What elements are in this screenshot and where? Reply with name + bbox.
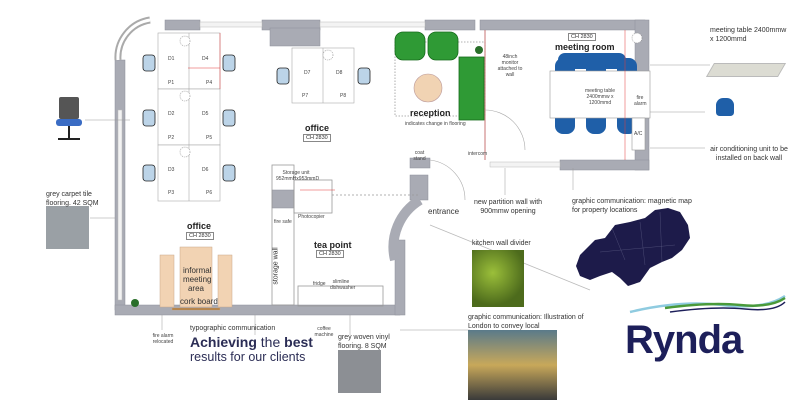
coffee-machine-label: coffee machine	[314, 326, 334, 338]
pedestal-label: P8	[340, 93, 347, 99]
desk-label: D3	[168, 167, 175, 173]
door-swing	[484, 109, 526, 151]
tagline-word: best	[284, 334, 313, 350]
armchair	[427, 31, 459, 61]
pedestal-label: P3	[168, 190, 175, 196]
carpet-annotation: grey carpet tile flooring. 42 SQM	[46, 191, 99, 207]
bins	[179, 32, 643, 158]
desk-label: D7	[304, 70, 311, 76]
desk-pod-center	[291, 47, 355, 104]
ceiling-height-office-left: CH 2830	[186, 232, 214, 240]
meeting-chair-image	[712, 98, 737, 138]
room-name-office-left: office	[187, 221, 212, 231]
cork-board-label: cork board	[180, 297, 218, 306]
london-annotation: graphic communication: Illustration of L…	[468, 314, 584, 330]
room-name-office-center: office	[305, 123, 330, 133]
entrance-label: entrance	[428, 207, 460, 216]
ac-unit	[631, 117, 646, 151]
room-name-tea-point: tea point	[314, 240, 352, 250]
typographic-annotation: typographic communication	[190, 325, 276, 332]
meeting-table-plan-label: meeting table 2400mmw x 1200mmd	[584, 88, 616, 106]
desk-label: D2	[168, 111, 175, 117]
ac-label: A/C	[634, 131, 643, 137]
sofa	[458, 56, 485, 121]
plant	[131, 299, 139, 307]
ceiling-height-meeting: CH 2830	[568, 33, 596, 41]
informal-meeting-label: informal meeting area	[183, 266, 212, 293]
office-chair-image	[56, 97, 82, 145]
coat-stand-label: coat stand	[413, 150, 426, 162]
europe-map	[576, 208, 690, 286]
tagline-word: Achieving	[190, 334, 257, 350]
fire-safe-label: fire safe	[274, 219, 292, 225]
ceiling-height-office-center: CH 2830	[303, 134, 331, 142]
plant	[475, 46, 483, 54]
monitor-label: 48inch monitor attached to wall	[497, 54, 523, 78]
pedestal-label: P6	[206, 190, 213, 196]
ac-unit-annotation: air conditioning unit to be installed on…	[710, 146, 788, 162]
windows	[117, 21, 561, 301]
meeting-table	[549, 70, 651, 119]
tagline-line2: results for our clients	[190, 350, 306, 364]
ceiling-height-tea-point: CH 2830	[316, 250, 344, 258]
reception-furniture	[394, 31, 485, 121]
desk-label: D8	[336, 70, 343, 76]
entrance-door-swing	[429, 159, 466, 201]
desk-chairs	[142, 54, 371, 182]
carpet-swatch	[46, 206, 89, 249]
fire-alarm-relocated-label: fire alarm relocated	[152, 333, 174, 345]
vinyl-annotation: grey woven vinyl flooring. 8 SQM	[338, 334, 390, 350]
meeting-room-furniture	[549, 53, 651, 151]
entrance-curved-wall	[388, 195, 423, 262]
meeting-table-image	[705, 57, 787, 87]
tagline-word: the	[256, 334, 285, 350]
kitchen-divider-image	[472, 250, 524, 307]
pedestal-label: P7	[302, 93, 309, 99]
storage-wall-label: storage wall	[272, 247, 280, 285]
room-name-reception: reception	[410, 108, 451, 118]
coffee-table	[413, 73, 443, 103]
fridge-label: fridge	[313, 281, 326, 287]
pedestal-label: P2	[168, 135, 175, 141]
magnetic-map-annotation: graphic communication: magnetic map for …	[572, 198, 692, 214]
storage-unit-label: Storage unit 952mmHx953mmD	[276, 170, 320, 182]
pedestal-label: P4	[206, 80, 213, 86]
desk-label: D4	[202, 56, 209, 62]
vinyl-swatch	[338, 350, 381, 393]
desk-pod-left	[157, 32, 221, 202]
flooring-change-note: indicates change in flooring	[405, 121, 466, 127]
pedestal-label: P1	[168, 80, 175, 86]
pedestal-label: P5	[206, 135, 213, 141]
room-name-meeting: meeting room	[555, 42, 615, 52]
leader-lines	[85, 64, 710, 335]
desk-label: D6	[202, 167, 209, 173]
armchair	[394, 31, 426, 61]
dishwasher-label: slimline dishwasher	[330, 279, 356, 291]
desk-label: D1	[168, 56, 175, 62]
kitchen-divider-annotation: kitchen wall divider	[472, 240, 531, 247]
dimension-lines	[188, 30, 626, 191]
rynda-logo: Rynda	[625, 318, 743, 362]
tagline: Achieving the best results for our clien…	[190, 335, 313, 365]
desk-label: D5	[202, 111, 209, 117]
london-illustration	[468, 330, 557, 400]
intercom-label: intercom	[468, 151, 488, 157]
logo-swoosh	[629, 294, 786, 314]
photocopier-label: Photocopier	[298, 214, 325, 220]
partition-annotation: new partition wall with 900mmw opening	[473, 199, 543, 215]
fire-alarm-label: fire alarm	[634, 95, 647, 107]
informal-meeting-furniture	[159, 246, 233, 311]
meeting-table-annotation: meeting table 2400mmw x 1200mmd	[710, 27, 787, 43]
